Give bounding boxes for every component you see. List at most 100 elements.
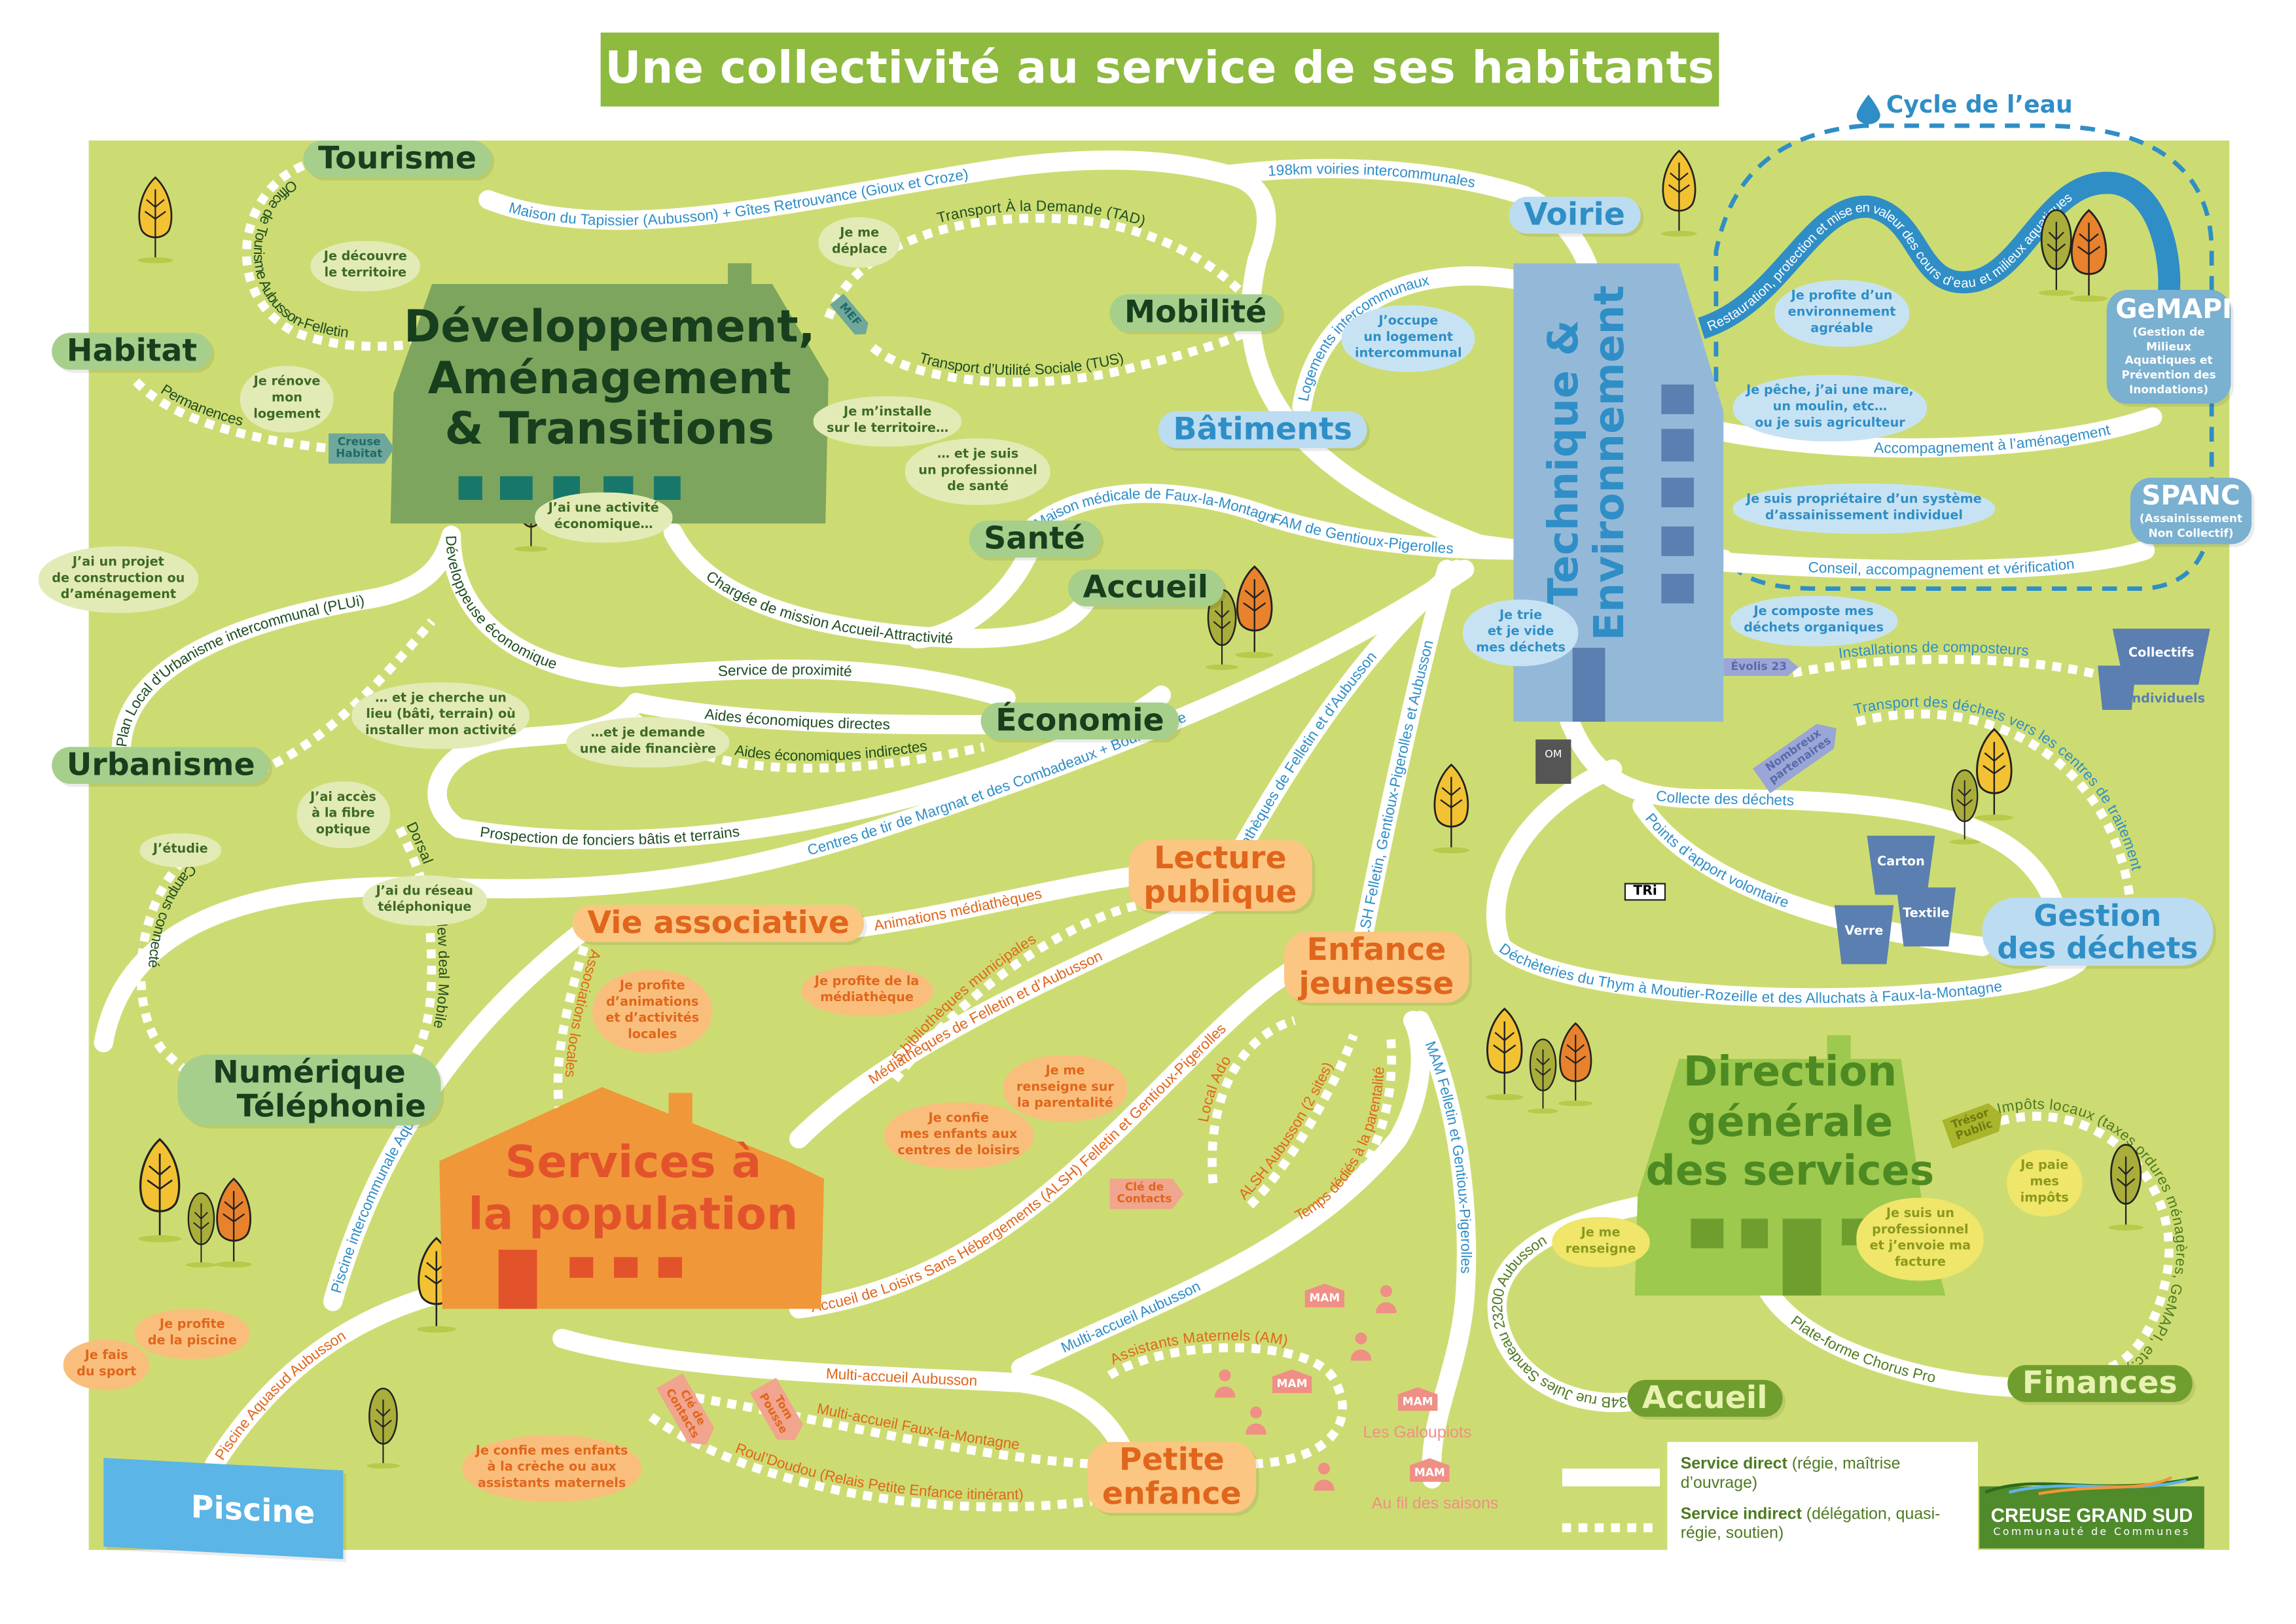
road-label-proximite: Service de proximité — [717, 662, 852, 680]
svg-text:Aides économiques indirectes: Aides économiques indirectes — [734, 737, 928, 764]
tag-cle-contacts: Clé de Contacts — [1109, 1178, 1184, 1209]
pill-lecture-publique[interactable]: Lecture publique — [1128, 839, 1312, 911]
tech-sector-title: Technique & Environnement — [1539, 285, 1634, 641]
pill-mobilite[interactable]: Mobilité — [1109, 294, 1282, 332]
pill-voirie[interactable]: Voirie — [1509, 196, 1640, 234]
legend-indirect: Service indirect (délégation, quasi-régi… — [1681, 1506, 1969, 1545]
svg-text:Plate-forme Chorus Pro: Plate-forme Chorus Pro — [1788, 1313, 1937, 1386]
svg-text:Maison du Tapissier (Aubusson): Maison du Tapissier (Aubusson) + Gîtes R… — [507, 166, 969, 228]
bubble-environnement: Je profite d’un environnement agréable — [1774, 280, 1909, 347]
mam-label-galoupiots: Les Galoupiots — [1363, 1423, 1471, 1441]
pill-tourisme[interactable]: Tourisme — [303, 140, 492, 178]
tree-icon — [139, 1139, 181, 1242]
bubble-centres-loisirs: Je confie mes enfants aux centres de loi… — [884, 1102, 1033, 1169]
bubble-installe: Je m’installe sur le territoire… — [813, 396, 962, 447]
svg-text:MAM Felletin et Gentioux-Piger: MAM Felletin et Gentioux-Pigerolles — [1422, 1039, 1475, 1274]
river — [1697, 171, 2181, 339]
bubble-assainissement: Je suis propriétaire d’un système d’assa… — [1732, 484, 1996, 535]
bubble-renseigne: Je me renseigne — [1552, 1217, 1649, 1268]
tree-icon — [2069, 209, 2109, 302]
tree-icon — [1557, 1022, 1594, 1106]
pill-urbanisme[interactable]: Urbanisme — [52, 747, 270, 785]
road-label-aides-indirectes: Aides économiques indirectes — [734, 737, 928, 764]
road-label-permanences: Permanences — [158, 381, 245, 429]
legend-direct-line — [1562, 1468, 1660, 1487]
population-sector-title: Services à la population — [468, 1137, 798, 1241]
bubble-etudie: J’étudie — [139, 833, 221, 868]
svg-text:Aides économiques directes: Aides économiques directes — [704, 706, 890, 733]
bubble-sport: Je fais du sport — [63, 1339, 150, 1390]
road-label-decheteries: Déchèteries du Thym à Moutier-Rozeille e… — [1496, 940, 2003, 1006]
tree-icon — [2107, 1144, 2145, 1232]
pill-spanc[interactable]: SPANC (Assainissement Non Collectif) — [2130, 478, 2252, 545]
logo-subtitle: Communauté de Communes — [1993, 1526, 2191, 1538]
bubble-decouvre: Je découvre le territoire — [310, 241, 421, 292]
bubble-aide: …et je demande une aide financière — [566, 717, 730, 768]
tree-icon — [1484, 1007, 1525, 1101]
road-label-animations: Animations médiathèques — [873, 885, 1043, 934]
pill-batiments[interactable]: Bâtiments — [1158, 411, 1367, 449]
svg-text:ALSH Felletin, Gentioux-Pigero: ALSH Felletin, Gentioux-Pigerolles et Au… — [1354, 639, 1437, 948]
svg-text:Déchèteries du Thym à Moutier-: Déchèteries du Thym à Moutier-Rozeille e… — [1496, 940, 2003, 1006]
tree-icon — [1526, 1038, 1560, 1115]
bubble-parentalite: Je me renseigne sur la parentalité — [1003, 1055, 1128, 1122]
tree-icon — [365, 1387, 401, 1470]
pill-sante[interactable]: Santé — [969, 520, 1100, 558]
pill-vie-associative[interactable]: Vie associative — [572, 905, 865, 943]
tree-icon — [1974, 728, 2015, 822]
tree-icon — [1431, 764, 1471, 854]
road-label-tad: Transport À la Demande (TAD) — [935, 198, 1147, 229]
bubble-facture: Je suis un professionnel et j’envoie ma … — [1856, 1197, 1984, 1281]
bubble-deplace: Je me déplace — [818, 217, 901, 268]
bubble-fibre: J’ai accès à la fibre optique — [296, 781, 390, 849]
svg-text:Permanences: Permanences — [158, 381, 245, 429]
cycle-eau-boundary — [1713, 123, 2214, 591]
pill-accueil-dg[interactable]: Accueil — [1627, 1379, 1783, 1417]
bubble-activite: J’ai une activité économique… — [535, 492, 673, 543]
road-label-mam-felletin: MAM Felletin et Gentioux-Pigerolles — [1422, 1039, 1475, 1274]
person-icon — [1214, 1369, 1236, 1398]
pill-finances[interactable]: Finances — [2007, 1365, 2193, 1402]
svg-text:Assistants Maternels (AM): Assistants Maternels (AM) — [1107, 1327, 1289, 1368]
piscine-label: Piscine — [190, 1489, 315, 1531]
bubble-creche: Je confie mes enfants à la crèche ou aux… — [462, 1435, 641, 1502]
bubble-impots: Je paie mes impôts — [2007, 1150, 2083, 1217]
bin-individuels-label: Individuels — [2127, 692, 2206, 707]
pill-enfance-jeunesse[interactable]: Enfance jeunesse — [1283, 931, 1469, 1003]
legend-indirect-desc: (délégation, quasi-régie, soutien) — [1680, 1505, 1941, 1543]
bin-verre: Verre — [1834, 905, 1894, 964]
legend-direct-desc: (régie, maîtrise d’ouvrage) — [1680, 1455, 1901, 1493]
creuse-grand-sud-logo: CREUSE GRAND SUD Communauté de Communes — [1979, 1475, 2204, 1549]
road-label-alsh-blue: ALSH Felletin, Gentioux-Pigerolles et Au… — [1354, 639, 1437, 948]
pill-economie[interactable]: Économie — [980, 702, 1179, 740]
logo-name: CREUSE GRAND SUD — [1990, 1504, 2193, 1527]
pill-petite-enfance[interactable]: Petite enfance — [1087, 1441, 1257, 1513]
om-bin: OM — [1535, 739, 1571, 784]
person-icon — [1246, 1406, 1266, 1435]
pill-habitat[interactable]: Habitat — [52, 332, 212, 370]
tree-icon — [214, 1178, 253, 1268]
road-label-alsh-aubusson: ALSH Aubusson (2 sites) — [1235, 1059, 1336, 1203]
cycle-eau-label: Cycle de l’eau — [1886, 90, 2073, 118]
pill-gemapi[interactable]: GeMAPI (Gestion de Milieux Aquatiques et… — [2106, 290, 2232, 404]
pill-accueil-dev[interactable]: Accueil — [1067, 569, 1223, 607]
pill-numerique-telephonie[interactable]: Numérique Téléphonie — [177, 1054, 441, 1126]
person-icon — [1350, 1332, 1372, 1361]
road-label-chargee-mission: Chargée de mission Accueil-Attractivité — [703, 568, 953, 646]
pill-piscine[interactable]: Piscine — [103, 1458, 344, 1559]
legend-direct: Service direct (régie, maîtrise d’ouvrag… — [1681, 1455, 1969, 1494]
bubble-pro-sante: … et je suis un professionnel de santé — [905, 438, 1051, 506]
pill-numerique-label: Numérique — [213, 1054, 406, 1090]
legend-direct-title: Service direct — [1680, 1455, 1787, 1474]
dev-sector-title: Développement, Aménagement & Transitions — [403, 302, 816, 456]
dg-sector-title: Direction générale des services — [1645, 1047, 1935, 1195]
bubble-renove: Je rénove mon logement — [240, 366, 334, 433]
gemapi-subtitle: (Gestion de Milieux Aquatiques et Préven… — [2121, 325, 2216, 397]
pill-gestion-dechets[interactable]: Gestion des déchets — [1982, 898, 2213, 966]
svg-text:Animations médiathèques: Animations médiathèques — [873, 885, 1043, 934]
person-icon — [1314, 1462, 1335, 1491]
bubble-trie: Je trie et je vide mes déchets — [1462, 599, 1579, 667]
legend: Service direct (régie, maîtrise d’ouvrag… — [1667, 1441, 1979, 1553]
road-label-assistants: Assistants Maternels (AM) — [1107, 1327, 1289, 1368]
